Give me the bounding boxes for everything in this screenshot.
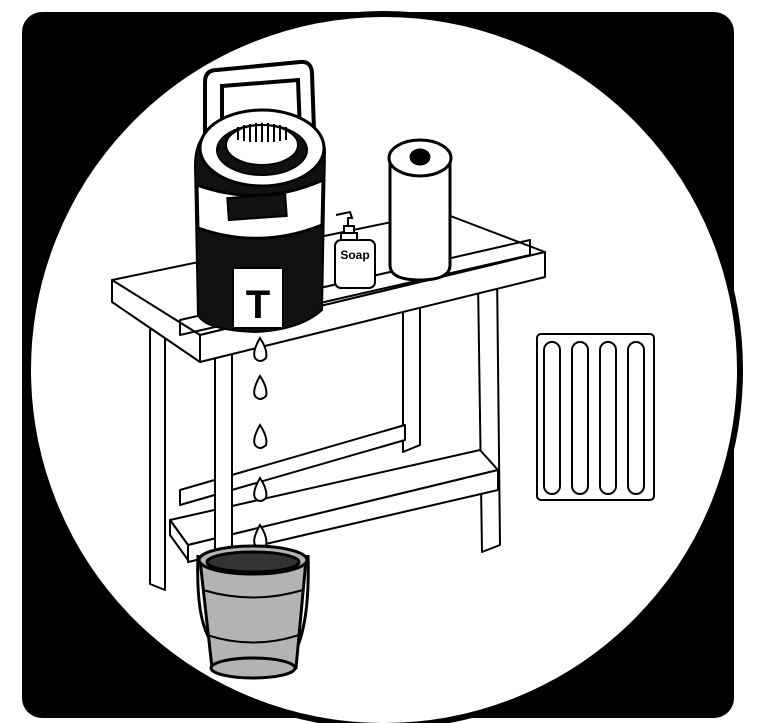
bucket-icon bbox=[198, 546, 309, 678]
water-jug-letter: T bbox=[246, 283, 270, 327]
drying-rack-icon bbox=[537, 334, 654, 500]
soap-label: Soap bbox=[340, 248, 369, 262]
paper-towel-roll-icon bbox=[389, 140, 451, 280]
